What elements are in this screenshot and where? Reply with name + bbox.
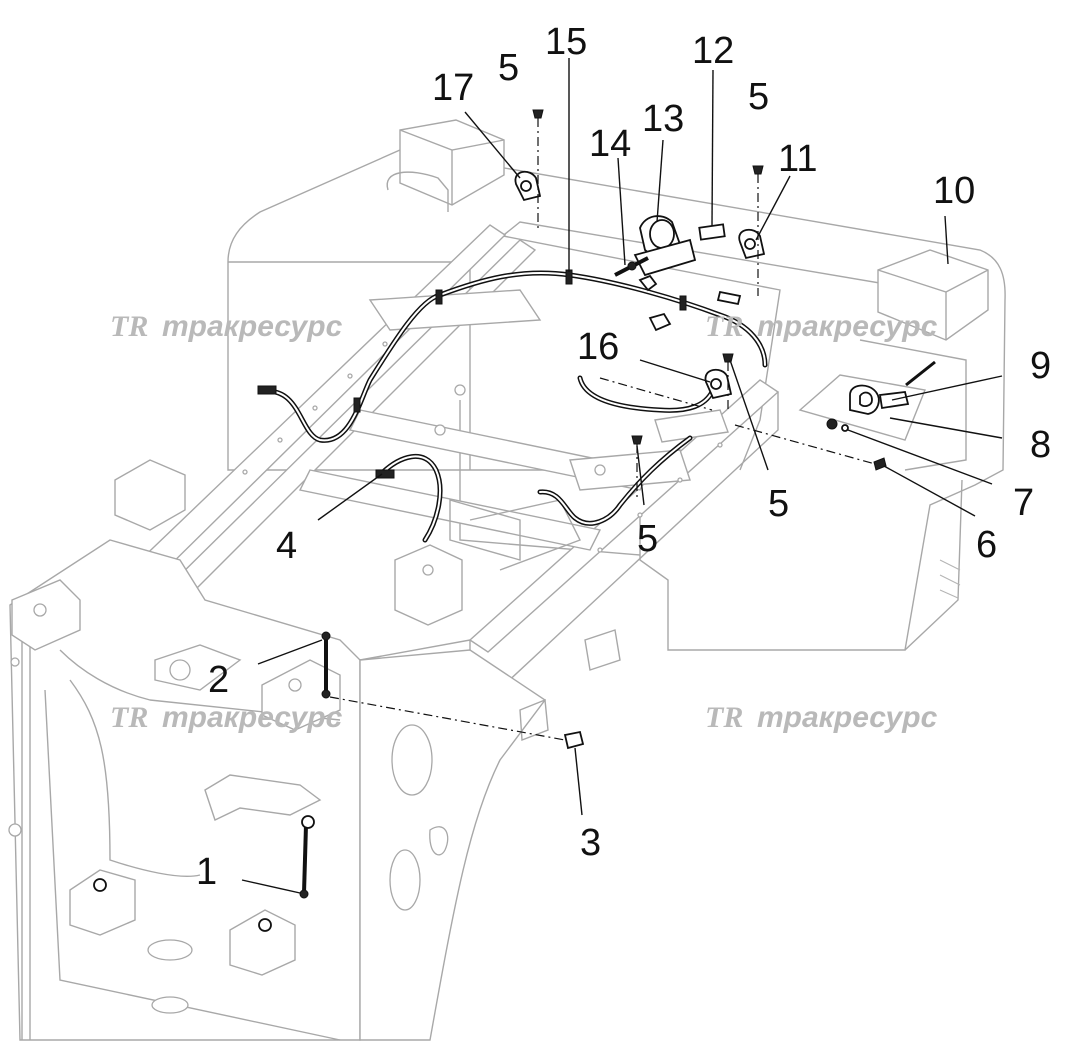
- front-frame-assembly: [8, 459, 621, 1041]
- callout-10: 10: [933, 170, 975, 212]
- callout-2: 2: [208, 659, 229, 701]
- watermark-logo: TR: [705, 310, 743, 343]
- rear-body-frame: [227, 119, 1006, 651]
- callout-4: 4: [276, 525, 297, 567]
- wiring-harness: [257, 269, 768, 543]
- callout-5-lower: 5: [637, 518, 658, 560]
- watermark-logo: TR: [705, 701, 743, 734]
- watermark-3: TR тракресурс: [110, 701, 343, 734]
- callout-8: 8: [1030, 424, 1051, 466]
- callout-6: 6: [976, 524, 997, 566]
- callout-14: 14: [589, 123, 631, 165]
- callout-13: 13: [642, 98, 684, 140]
- watermark-logo: TR: [110, 310, 148, 343]
- callout-labels: 1 2 3 4 5 5 5 5 6 7 8 9 10 11 12 13 14 1…: [196, 21, 1051, 893]
- callout-11: 11: [778, 138, 817, 180]
- callout-9: 9: [1030, 345, 1051, 387]
- callout-5-middle: 5: [768, 483, 789, 525]
- callout-1: 1: [196, 851, 217, 893]
- watermark-logo: TR: [110, 701, 148, 734]
- callout-5-top-left: 5: [498, 47, 519, 89]
- callout-17: 17: [432, 67, 474, 109]
- callout-3: 3: [580, 822, 601, 864]
- callout-7: 7: [1013, 482, 1034, 524]
- callout-12: 12: [692, 30, 734, 72]
- callout-15: 15: [545, 21, 587, 63]
- watermark-text: тракресурс: [757, 310, 938, 343]
- watermark-2: TR тракресурс: [705, 310, 938, 343]
- watermark-text: тракресурс: [757, 701, 938, 734]
- watermark-text: тракресурс: [162, 701, 343, 734]
- leader-lines: [241, 58, 1003, 894]
- callout-16: 16: [577, 326, 619, 368]
- callout-5-top-right: 5: [748, 76, 769, 118]
- watermark-1: TR тракресурс: [110, 310, 343, 343]
- watermark-4: TR тракресурс: [705, 701, 938, 734]
- watermark-text: тракресурс: [162, 310, 343, 343]
